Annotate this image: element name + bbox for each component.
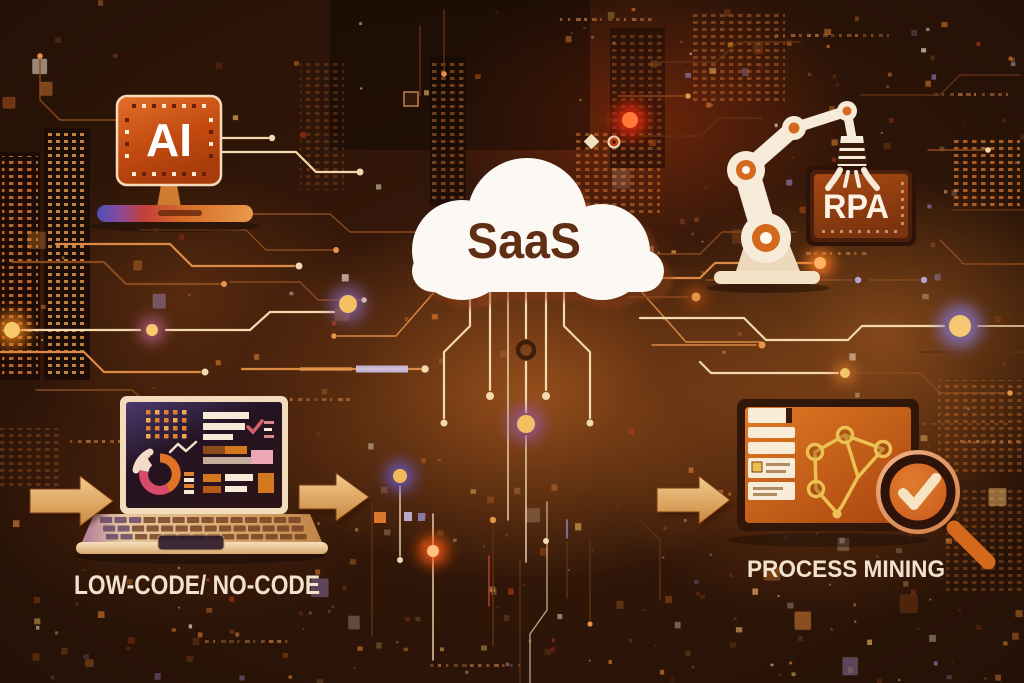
ai-chip-dots	[125, 104, 213, 176]
dashboard	[132, 410, 274, 495]
keyboard-keys	[100, 517, 307, 540]
glow-node	[0, 313, 29, 347]
glow-node	[835, 363, 855, 383]
glow-node	[330, 286, 366, 322]
magnifier-check-icon	[876, 450, 996, 570]
node-graph	[805, 425, 893, 519]
city-skyline	[0, 14, 1024, 592]
glow-node	[139, 317, 165, 343]
low-code-laptop-icon	[75, 396, 328, 564]
saas-label: SaaS	[467, 213, 581, 269]
glow-nodes	[0, 103, 982, 565]
saas-cloud: SaaS	[412, 158, 673, 309]
rpa-sign: RPA	[806, 166, 916, 246]
glow-node	[613, 103, 647, 137]
glow-node	[807, 250, 833, 276]
glow-node	[508, 406, 544, 442]
process-mining-panel-icon	[728, 399, 996, 570]
flow-arrow-3	[656, 475, 731, 525]
flow-arrow-1	[29, 475, 114, 527]
process-mining-label: PROCESS MINING	[747, 556, 945, 583]
glow-node	[687, 288, 705, 306]
glow-node	[385, 461, 415, 491]
document-list	[748, 408, 795, 500]
ai-label: AI	[146, 114, 192, 166]
gauge-chart	[132, 448, 181, 495]
low-code-label: LOW-CODE/ NO-CODE	[74, 570, 320, 600]
rpa-label: RPA	[823, 188, 889, 226]
rpa-robot-arm-icon: RPA	[706, 101, 916, 293]
flow-arrows	[29, 472, 733, 530]
glow-node	[938, 304, 982, 348]
ai-monitor-icon: AI	[90, 94, 260, 232]
glow-node	[419, 537, 447, 565]
flow-arrow-2	[298, 472, 370, 522]
